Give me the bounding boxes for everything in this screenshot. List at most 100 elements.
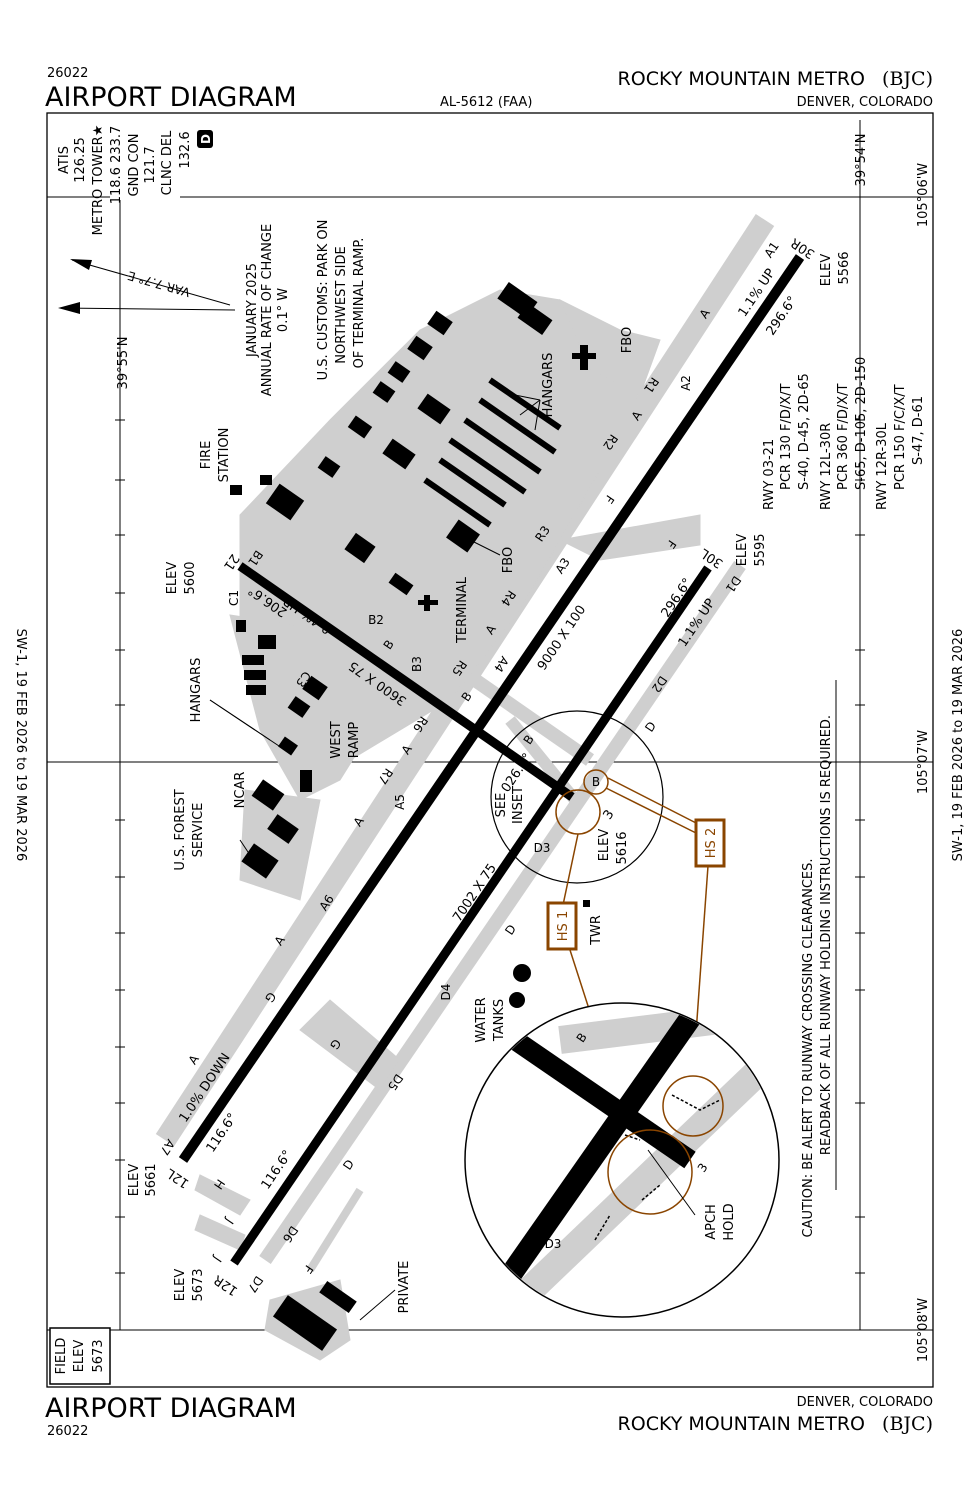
freq-line: CLNC DEL [160,130,175,195]
procedure-id: AL-5612 (FAA) [440,95,532,110]
elev-label: ELEV [165,562,180,595]
inset-runway-03-21 [509,1031,696,1169]
inset-hotspot-2 [662,1075,724,1137]
caution-note: CAUTION: BE ALERT TO RUNWAY CROSSING CLE… [801,858,816,1237]
elev-value: 5673 [191,1268,206,1301]
magnetic-north-arrow-icon [70,259,92,270]
runway-data-line: S-65, D-105, 2D-150 [854,357,869,490]
taxiway-label: D4 [439,984,453,1001]
elev-label: ELEV [735,534,750,567]
footer-chart-number: 26022 [47,1424,88,1439]
elev-label: ELEV [173,1269,188,1302]
north-arrow: VAR 7.7° E [58,259,236,314]
runway-end: 3 [601,807,618,822]
true-north-arrow-icon [58,302,80,314]
apch-hold-label: HOLD [722,1203,737,1240]
taxiway-label: J [211,1253,225,1265]
runway-end: 12R [211,1272,241,1299]
elev-value: 5600 [183,561,198,594]
taxiway-label: C1 [227,590,241,606]
chart-title: AIRPORT DIAGRAM [45,82,297,113]
runway-end: 30R [788,235,818,262]
inset-detail: B 3 D3 APCH HOLD [464,1002,780,1318]
tower-label: TWR [589,915,604,946]
freq-line: 121.7 [143,146,158,183]
airport-name: ROCKY MOUNTAIN METRO [618,68,865,90]
freq-line: 132.6 [178,131,193,168]
taxiway-label: D [642,719,659,734]
freq-line: ATIS [57,146,72,174]
hotspot-circle [583,769,609,795]
see-inset-label: INSET [511,786,526,824]
footer-location: DENVER, COLORADO [797,1395,933,1410]
class-d-label: D [199,134,213,144]
runway-data-line: RWY 12L-30R [819,423,834,510]
taxiway-label: A4 [491,654,511,675]
lon-label: 105°07'W [916,730,931,794]
freq-line: GND CON [127,134,142,197]
variation-label: VAR 7.7° E [126,268,192,299]
taxiway-label: B2 [368,613,384,627]
runway-data-line: S-47, D-61 [911,396,926,465]
forest-service-label: SERVICE [191,803,206,858]
fbo-label: FBO [501,547,516,573]
footer-title: AIRPORT DIAGRAM [45,1393,297,1424]
terminal-label: TERMINAL [455,576,470,644]
hangars-label: HANGARS [541,353,556,418]
see-inset-circle[interactable] [490,710,664,884]
taxiway-label: B3 [410,656,424,672]
runway-data-block: RWY 03-21 PCR 130 F/D/X/T S-40, D-45, 2D… [762,357,926,510]
freq-line: METRO TOWER★ [91,125,106,236]
taxiway-label: D7 [245,1273,266,1295]
inset-hotspot-1 [607,1129,693,1215]
field-elev-value: 5673 [91,1339,106,1372]
taxiway-label: A1 [761,239,781,260]
apch-hold-label: APCH [704,1204,719,1240]
elev-value: 5661 [144,1163,159,1196]
elev-label: ELEV [819,254,834,287]
west-ramp-label: RAMP [347,722,362,759]
rate-of-change: 0.1° W [276,288,291,332]
lat-label: 39°55'N [116,337,131,390]
field-elev-label: FIELD [54,1338,69,1375]
runways [178,254,805,1266]
taxiway-label: A [186,1052,203,1067]
taxiway-label: J [223,1215,237,1227]
frequency-block: ATIS 126.25 METRO TOWER★ 118.6 233.7 GND… [57,125,213,236]
margin-effective-dates: SW-1, 19 FEB 2026 to 19 MAR 2026 [951,629,966,862]
pavement [155,213,775,1361]
hotspot-taxiway-label: B [592,775,600,789]
hangars-label: HANGARS [189,658,204,723]
taxiway-label: A2 [679,375,693,391]
water-tanks-label: WATER [474,997,489,1042]
customs-note: OF TERMINAL RAMP. [352,238,367,369]
chart-number: 26022 [47,66,88,81]
runway-data-line: PCR 150 F/C/X/T [893,384,908,490]
fbo-label: FBO [620,327,635,353]
lon-label: 105°08'W [916,1298,931,1362]
elev-value: 5566 [837,251,852,284]
west-ramp-label: WEST [329,721,344,758]
hs1-badge[interactable]: HS 1 [546,901,578,951]
runway-data-line: RWY 03-21 [762,439,777,510]
inset-runway-12r-30l [490,1004,720,1297]
taxiway-d [259,561,746,1264]
rate-of-change: ANNUAL RATE OF CHANGE [260,224,275,396]
margin-effective-dates: SW-1, 19 FEB 2026 to 19 MAR 2026 [13,629,28,862]
water-tanks-label: TANKS [492,999,507,1042]
hs2-badge[interactable]: HS 2 [694,818,726,868]
taxiway-label: D [340,1157,357,1172]
taxiway-label: D [502,922,519,937]
customs-note: NORTHWEST SIDE [334,246,349,363]
taxiway-label: A5 [393,794,407,810]
lat-label: 39°54'N [854,134,869,187]
chart-frame [46,112,934,1388]
airport-location: DENVER, COLORADO [797,95,933,110]
lon-label: 105°06'W [916,163,931,227]
elev-value: 5616 [615,831,630,864]
taxiway-label: F [602,492,618,506]
runway-end: 30L [697,545,726,571]
buildings [230,282,596,1351]
runway-data-line: PCR 360 F/D/X/T [836,383,851,490]
